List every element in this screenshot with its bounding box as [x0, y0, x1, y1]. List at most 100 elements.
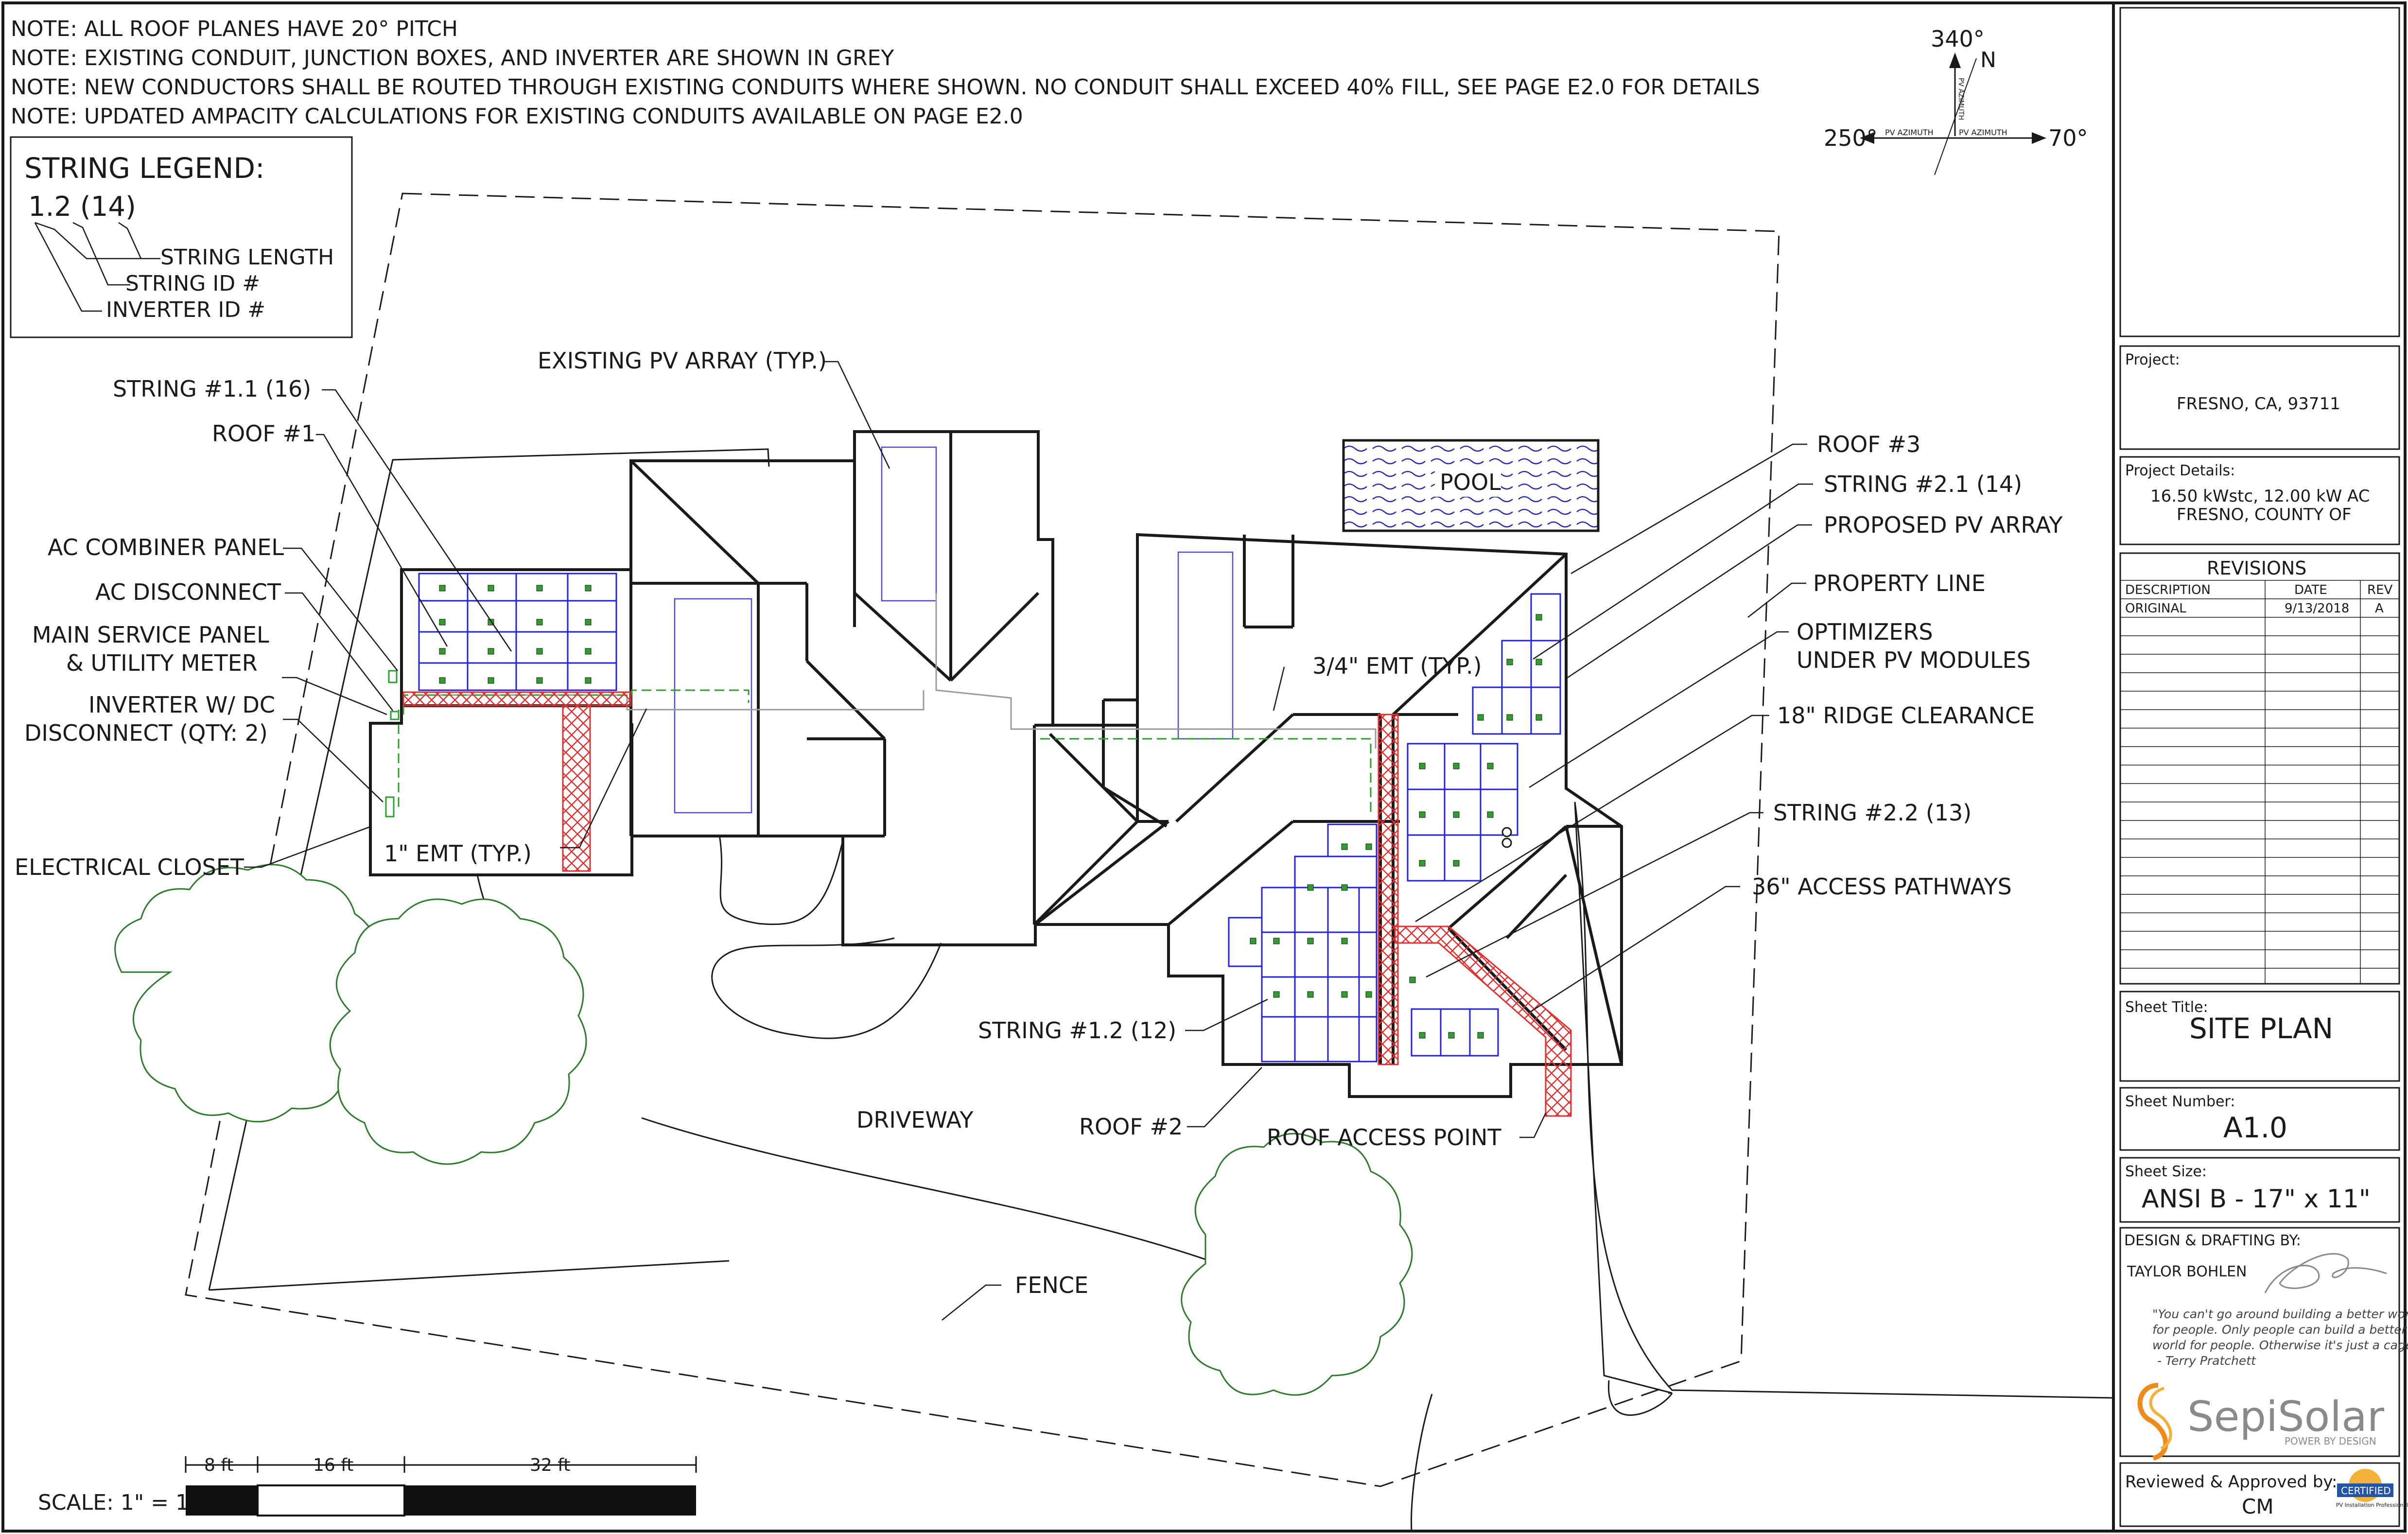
callout-main-service-1: MAIN SERVICE PANEL [32, 622, 269, 648]
project-details-line2: FRESNO, COUNTY OF [2177, 505, 2352, 524]
legend-example: 1.2 (14) [28, 191, 136, 223]
callout-fence: FENCE [1015, 1272, 1088, 1298]
callout-electrical-closet: ELECTRICAL CLOSET [15, 854, 244, 880]
designer-name: TAYLOR BOHLEN [2127, 1263, 2247, 1280]
rev-row-description: ORIGINAL [2125, 601, 2186, 616]
callout-roof-2: ROOF #2 [1079, 1114, 1183, 1140]
string-legend: STRING LEGEND: 1.2 (14) STRING LENGTH ST… [10, 136, 353, 338]
callout-roof-access: ROOF ACCESS POINT [1267, 1124, 1501, 1150]
electrical-equipment [385, 670, 1512, 848]
sheet-size: ANSI B - 17" x 11" [2142, 1185, 2371, 1214]
callout-emt-34in: 3/4" EMT (TYP.) [1312, 653, 1482, 679]
company-tagline: POWER BY DESIGN [2285, 1435, 2376, 1447]
sepisolar-logo: SepiSolar POWER BY DESIGN [2137, 1383, 2385, 1461]
title-block-sheet-info: Sheet Title: SITE PLAN Sheet Number: A1.… [2124, 999, 2408, 1368]
badge-subtitle: PV Installation Professional [2336, 1502, 2408, 1508]
legend-string-id: STRING ID # [125, 271, 260, 296]
callout-roof-1: ROOF #1 [212, 420, 315, 447]
callout-ac-combiner: AC COMBINER PANEL [48, 534, 284, 560]
project-label: Project: [2125, 351, 2180, 368]
rev-row-rev: A [2375, 601, 2384, 616]
project-value: FRESNO, CA, 93711 [2177, 394, 2340, 414]
callout-inverter-1: INVERTER W/ DC [88, 692, 275, 718]
scale-seg-16: 16 ft [313, 1455, 353, 1475]
scale-seg-32: 32 ft [530, 1455, 570, 1475]
quote-line3: world for people. Otherwise it's just a … [2152, 1338, 2408, 1352]
sheet-size-label: Sheet Size: [2125, 1163, 2207, 1180]
callout-main-service-2: & UTILITY METER [66, 650, 258, 676]
callout-optimizers-2: UNDER PV MODULES [1797, 647, 2031, 673]
designer-signature [2264, 1253, 2387, 1293]
title-block-project: Project: FRESNO, CA, 93711 Project Detai… [2125, 351, 2370, 524]
house-roof [369, 430, 1623, 1098]
compass-azimuth-right: PV AZIMUTH [1959, 128, 2007, 137]
callout-emt-1in: 1" EMT (TYP.) [384, 840, 532, 867]
fence-line-right [1411, 1380, 1673, 1532]
compass-north-angle: 340° [1931, 26, 1985, 52]
optimizers [439, 585, 1542, 1039]
callout-string-1-2: STRING #1.2 (12) [978, 1017, 1176, 1044]
callout-roof-3: ROOF #3 [1817, 431, 1920, 457]
rev-row-date: 9/13/2018 [2285, 601, 2349, 616]
reviewer: CM [2242, 1495, 2274, 1518]
scale-label: SCALE: 1" = 16' [38, 1490, 209, 1515]
title-block-review: Reviewed & Approved by: CM CERTIFIED PV … [2125, 1469, 2408, 1518]
pool-label: POOL [1440, 469, 1501, 495]
callout-string-1-1: STRING #1.1 (16) [113, 376, 311, 402]
rev-header-rev: REV [2367, 583, 2392, 597]
compass-azimuth-vertical: PV AZIMUTH [1957, 78, 1965, 120]
title-block [2119, 7, 2400, 1527]
fire-access-pathways [402, 691, 1572, 1117]
design-label: DESIGN & DRAFTING BY: [2124, 1232, 2301, 1249]
callout-ridge-clearance: 18" RIDGE CLEARANCE [1777, 702, 2035, 729]
callout-leaders [244, 361, 1813, 1321]
project-details-line1: 16.50 kWstc, 12.00 kW AC [2150, 487, 2370, 506]
compass-west-angle: 250° [1824, 125, 1878, 151]
quote-line1: "You can't go around building a better w… [2152, 1307, 2408, 1321]
note-4: NOTE: UPDATED AMPACITY CALCULATIONS FOR … [11, 104, 1023, 129]
compass-azimuth-left: PV AZIMUTH [1885, 128, 1934, 137]
pool: POOL [1342, 439, 1600, 532]
note-1: NOTE: ALL ROOF PLANES HAVE 20° PITCH [11, 17, 458, 41]
tree-center [329, 898, 587, 1165]
quote-line4: - Terry Pratchett [2157, 1354, 2256, 1368]
note-2: NOTE: EXISTING CONDUIT, JUNCTION BOXES, … [11, 46, 894, 70]
existing-conduit [418, 593, 1377, 749]
callout-string-2-1: STRING #2.1 (14) [1824, 471, 2022, 497]
company-name: SepiSolar [2187, 1393, 2385, 1441]
tree-right [1181, 1133, 1413, 1396]
sheet-title-label: Sheet Title: [2125, 999, 2208, 1016]
property-line [185, 192, 1780, 1487]
callout-access-pathways: 36" ACCESS PATHWAYS [1752, 873, 2012, 900]
reviewed-label: Reviewed & Approved by: [2125, 1472, 2338, 1492]
callout-inverter-2: DISCONNECT (QTY: 2) [24, 720, 268, 746]
callout-driveway: DRIVEWAY [856, 1107, 974, 1133]
sheet-number: A1.0 [2223, 1111, 2287, 1144]
project-details-label: Project Details: [2125, 462, 2235, 479]
note-3: NOTE: NEW CONDUCTORS SHALL BE ROUTED THR… [11, 75, 1760, 100]
quote-line2: for people. Only people can build a bett… [2152, 1323, 2408, 1337]
revisions-table: REVISIONS DESCRIPT [2120, 558, 2399, 984]
compass-east-angle: 70° [2048, 125, 2088, 151]
revisions-title: REVISIONS [2207, 558, 2306, 579]
proposed-pv-array-roof3 [1407, 593, 1561, 1057]
legend-title: STRING LEGEND: [24, 152, 265, 185]
general-notes: NOTE: ALL ROOF PLANES HAVE 20° PITCH NOT… [11, 17, 1760, 129]
rev-header-date: DATE [2294, 583, 2327, 597]
callout-labels: STRING #1.1 (16) ROOF #1 AC COMBINER PAN… [15, 348, 2063, 1298]
callout-string-2-2: STRING #2.2 (13) [1773, 800, 1972, 826]
callout-proposed-pv: PROPOSED PV ARRAY [1824, 512, 2063, 538]
legend-string-length: STRING LENGTH [160, 245, 334, 270]
rev-header-description: DESCRIPTION [2125, 583, 2211, 597]
proposed-pv-array-roof1 [418, 573, 617, 691]
certified-badge: CERTIFIED PV Installation Professional [2336, 1469, 2408, 1508]
sheet-number-label: Sheet Number: [2125, 1093, 2235, 1110]
compass-north-label: N [1980, 48, 1996, 72]
callout-ac-disconnect: AC DISCONNECT [95, 579, 281, 605]
scale-bar: SCALE: 1" = 16' 8 ft 16 ft 32 ft [38, 1455, 697, 1517]
callout-property-line: PROPERTY LINE [1813, 570, 1986, 596]
sheet-title: SITE PLAN [2189, 1012, 2333, 1045]
legend-inverter-id: INVERTER ID # [106, 297, 265, 322]
